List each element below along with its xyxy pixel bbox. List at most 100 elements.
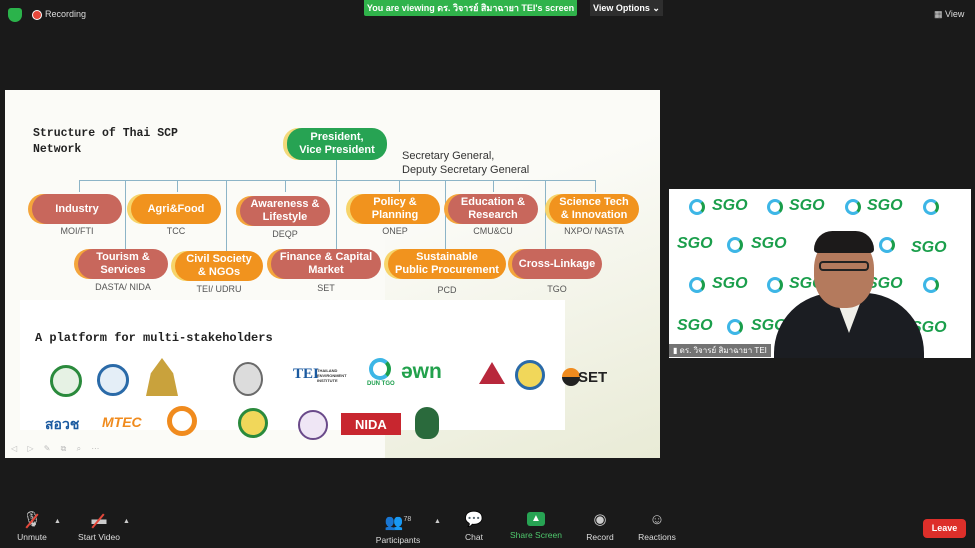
share-screen-label: Share Screen	[510, 530, 562, 540]
view-label: View	[945, 9, 965, 19]
president-box: President, Vice President	[287, 128, 387, 160]
speaker-name-tag: ▮ ดร. วิจารย์ สิมาฉายา TEI	[669, 344, 771, 357]
participants-icon: 👥78	[384, 514, 412, 531]
agrifood-box: Agri&Food	[131, 194, 221, 224]
sgo-text: SGO	[712, 275, 748, 292]
speaker-hair	[814, 231, 874, 253]
reactions-label: Reactions	[638, 532, 676, 542]
grid-icon: ▦	[934, 9, 946, 19]
chat-bubble-icon: 💬	[464, 511, 484, 528]
round-seal-logo	[515, 360, 545, 390]
chat-button[interactable]: 💬 Chat	[460, 511, 488, 543]
speaker-glasses	[819, 261, 869, 271]
participants-options-caret[interactable]: ▲	[434, 518, 441, 525]
education-org: CMU&CU	[473, 226, 513, 236]
set-logo-mark	[562, 368, 580, 386]
recording-icon	[32, 10, 42, 20]
dun-tgo-icon	[923, 277, 939, 293]
arch-agency-logo	[97, 364, 129, 396]
participants-label: Participants	[375, 535, 421, 545]
science-box: Science Tech & Innovation	[549, 194, 639, 224]
government-seal-logo	[50, 365, 82, 397]
finance-org: SET	[317, 283, 335, 293]
share-screen-button[interactable]: ▲ Share Screen	[510, 512, 562, 540]
security-shield-icon[interactable]	[8, 8, 22, 22]
awareness-box: Awareness & Lifestyle	[240, 196, 330, 226]
dun-tgo-icon	[767, 277, 783, 293]
sorwor-logo: สอวช	[45, 416, 80, 432]
science-org: NXPO/ NASTA	[564, 226, 624, 236]
orange-circle-logo	[167, 406, 197, 436]
slide-toolbar[interactable]: ◁ ▷ ✎ ⧉ ⌕ ⋯	[11, 444, 104, 453]
tei-logo: TEI	[293, 366, 319, 382]
recording-label: Recording	[45, 9, 87, 19]
dun-tgo-icon	[879, 237, 895, 253]
speaker-video-tile[interactable]: SGO SGO SGO SGO SGO SGO SGO SGO SGO SGO …	[669, 189, 971, 358]
sgo-text: SGO	[911, 239, 947, 256]
association-logo	[233, 362, 263, 396]
dun-tgo-icon	[689, 199, 705, 215]
tourism-box: Tourism & Services	[78, 249, 168, 279]
finance-box: Finance & Capital Market	[271, 249, 381, 279]
sgo-text: SGO	[712, 197, 748, 214]
pwn-logo: əwn	[401, 360, 442, 383]
nida-logo: NIDA	[355, 417, 387, 432]
set-logo: SET	[578, 369, 608, 386]
dun-tgo-logo-text: DUN TGO	[367, 381, 395, 387]
dun-tgo-icon	[727, 319, 743, 335]
cross-linkage-org: TGO	[547, 284, 567, 294]
sgo-text: SGO	[677, 235, 713, 252]
awareness-org: DEQP	[272, 229, 298, 239]
industry-org: MOI/FTI	[60, 226, 94, 236]
slide-title: Structure of Thai SCP Network	[33, 127, 178, 156]
tei-logo-subtitle: THAILAND ENVIRONMENT INSTITUTE	[317, 368, 347, 383]
record-button[interactable]: ◉ Record	[584, 511, 616, 543]
policy-box: Policy & Planning	[350, 194, 440, 224]
dun-tgo-icon	[923, 199, 939, 215]
dun-tgo-icon	[727, 237, 743, 253]
viewing-banner: You are viewing ดร. วิจารย์ สิมาฉายา TEI…	[364, 0, 577, 16]
mtec-logo: MTEC	[102, 414, 142, 430]
procurement-org: PCD	[437, 285, 457, 295]
procurement-box: Sustainable Public Procurement	[388, 249, 506, 279]
sgo-text: SGO	[789, 197, 825, 214]
view-button[interactable]: ▦ View	[934, 9, 964, 20]
nida-logo-mark	[341, 413, 401, 435]
start-video-label: Start Video	[78, 532, 120, 542]
dun-tgo-icon	[845, 199, 861, 215]
university-seal-logo	[298, 410, 328, 440]
cross-linkage-box: Cross-Linkage	[512, 249, 602, 279]
civil-society-org: TEI/ UDRU	[196, 284, 242, 294]
sgo-text: SGO	[751, 235, 787, 252]
green-badge-logo	[238, 408, 268, 438]
reactions-smiley-icon: ☺	[649, 511, 665, 528]
crest-logo	[415, 407, 439, 439]
chat-label: Chat	[465, 532, 483, 542]
unmute-button[interactable]: 🎙 Unmute	[14, 512, 50, 543]
sgo-text: SGO	[677, 317, 713, 334]
shared-screen-slide: Structure of Thai SCP Network President,…	[5, 90, 660, 458]
signal-icon: ▮	[673, 346, 680, 355]
platform-heading: A platform for multi-stakeholders	[35, 331, 273, 345]
video-options-caret[interactable]: ▲	[123, 518, 130, 525]
dun-tgo-icon	[767, 199, 783, 215]
tourism-org: DASTA/ NIDA	[95, 282, 151, 292]
view-options-button[interactable]: View Options ⌄	[590, 0, 663, 16]
participants-button[interactable]: 👥78 Participants	[374, 512, 422, 546]
policy-org: ONEP	[382, 226, 408, 236]
industry-box: Industry	[32, 194, 122, 224]
sgo-text: SGO	[867, 275, 903, 292]
share-screen-icon: ▲	[527, 512, 545, 526]
agrifood-org: TCC	[166, 226, 186, 236]
reactions-button[interactable]: ☺ Reactions	[636, 511, 678, 543]
record-label: Record	[586, 532, 614, 542]
leave-button[interactable]: Leave	[923, 519, 966, 538]
civil-society-box: Civil Society & NGOs	[175, 251, 263, 281]
unmute-label: Unmute	[17, 532, 47, 542]
dun-tgo-icon	[689, 277, 705, 293]
audio-options-caret[interactable]: ▲	[54, 518, 61, 525]
secretary-general-text: Secretary General, Deputy Secretary Gene…	[402, 150, 530, 176]
record-icon: ◉	[593, 511, 607, 528]
education-box: Education & Research	[448, 194, 538, 224]
dun-tgo-logo	[369, 358, 391, 380]
